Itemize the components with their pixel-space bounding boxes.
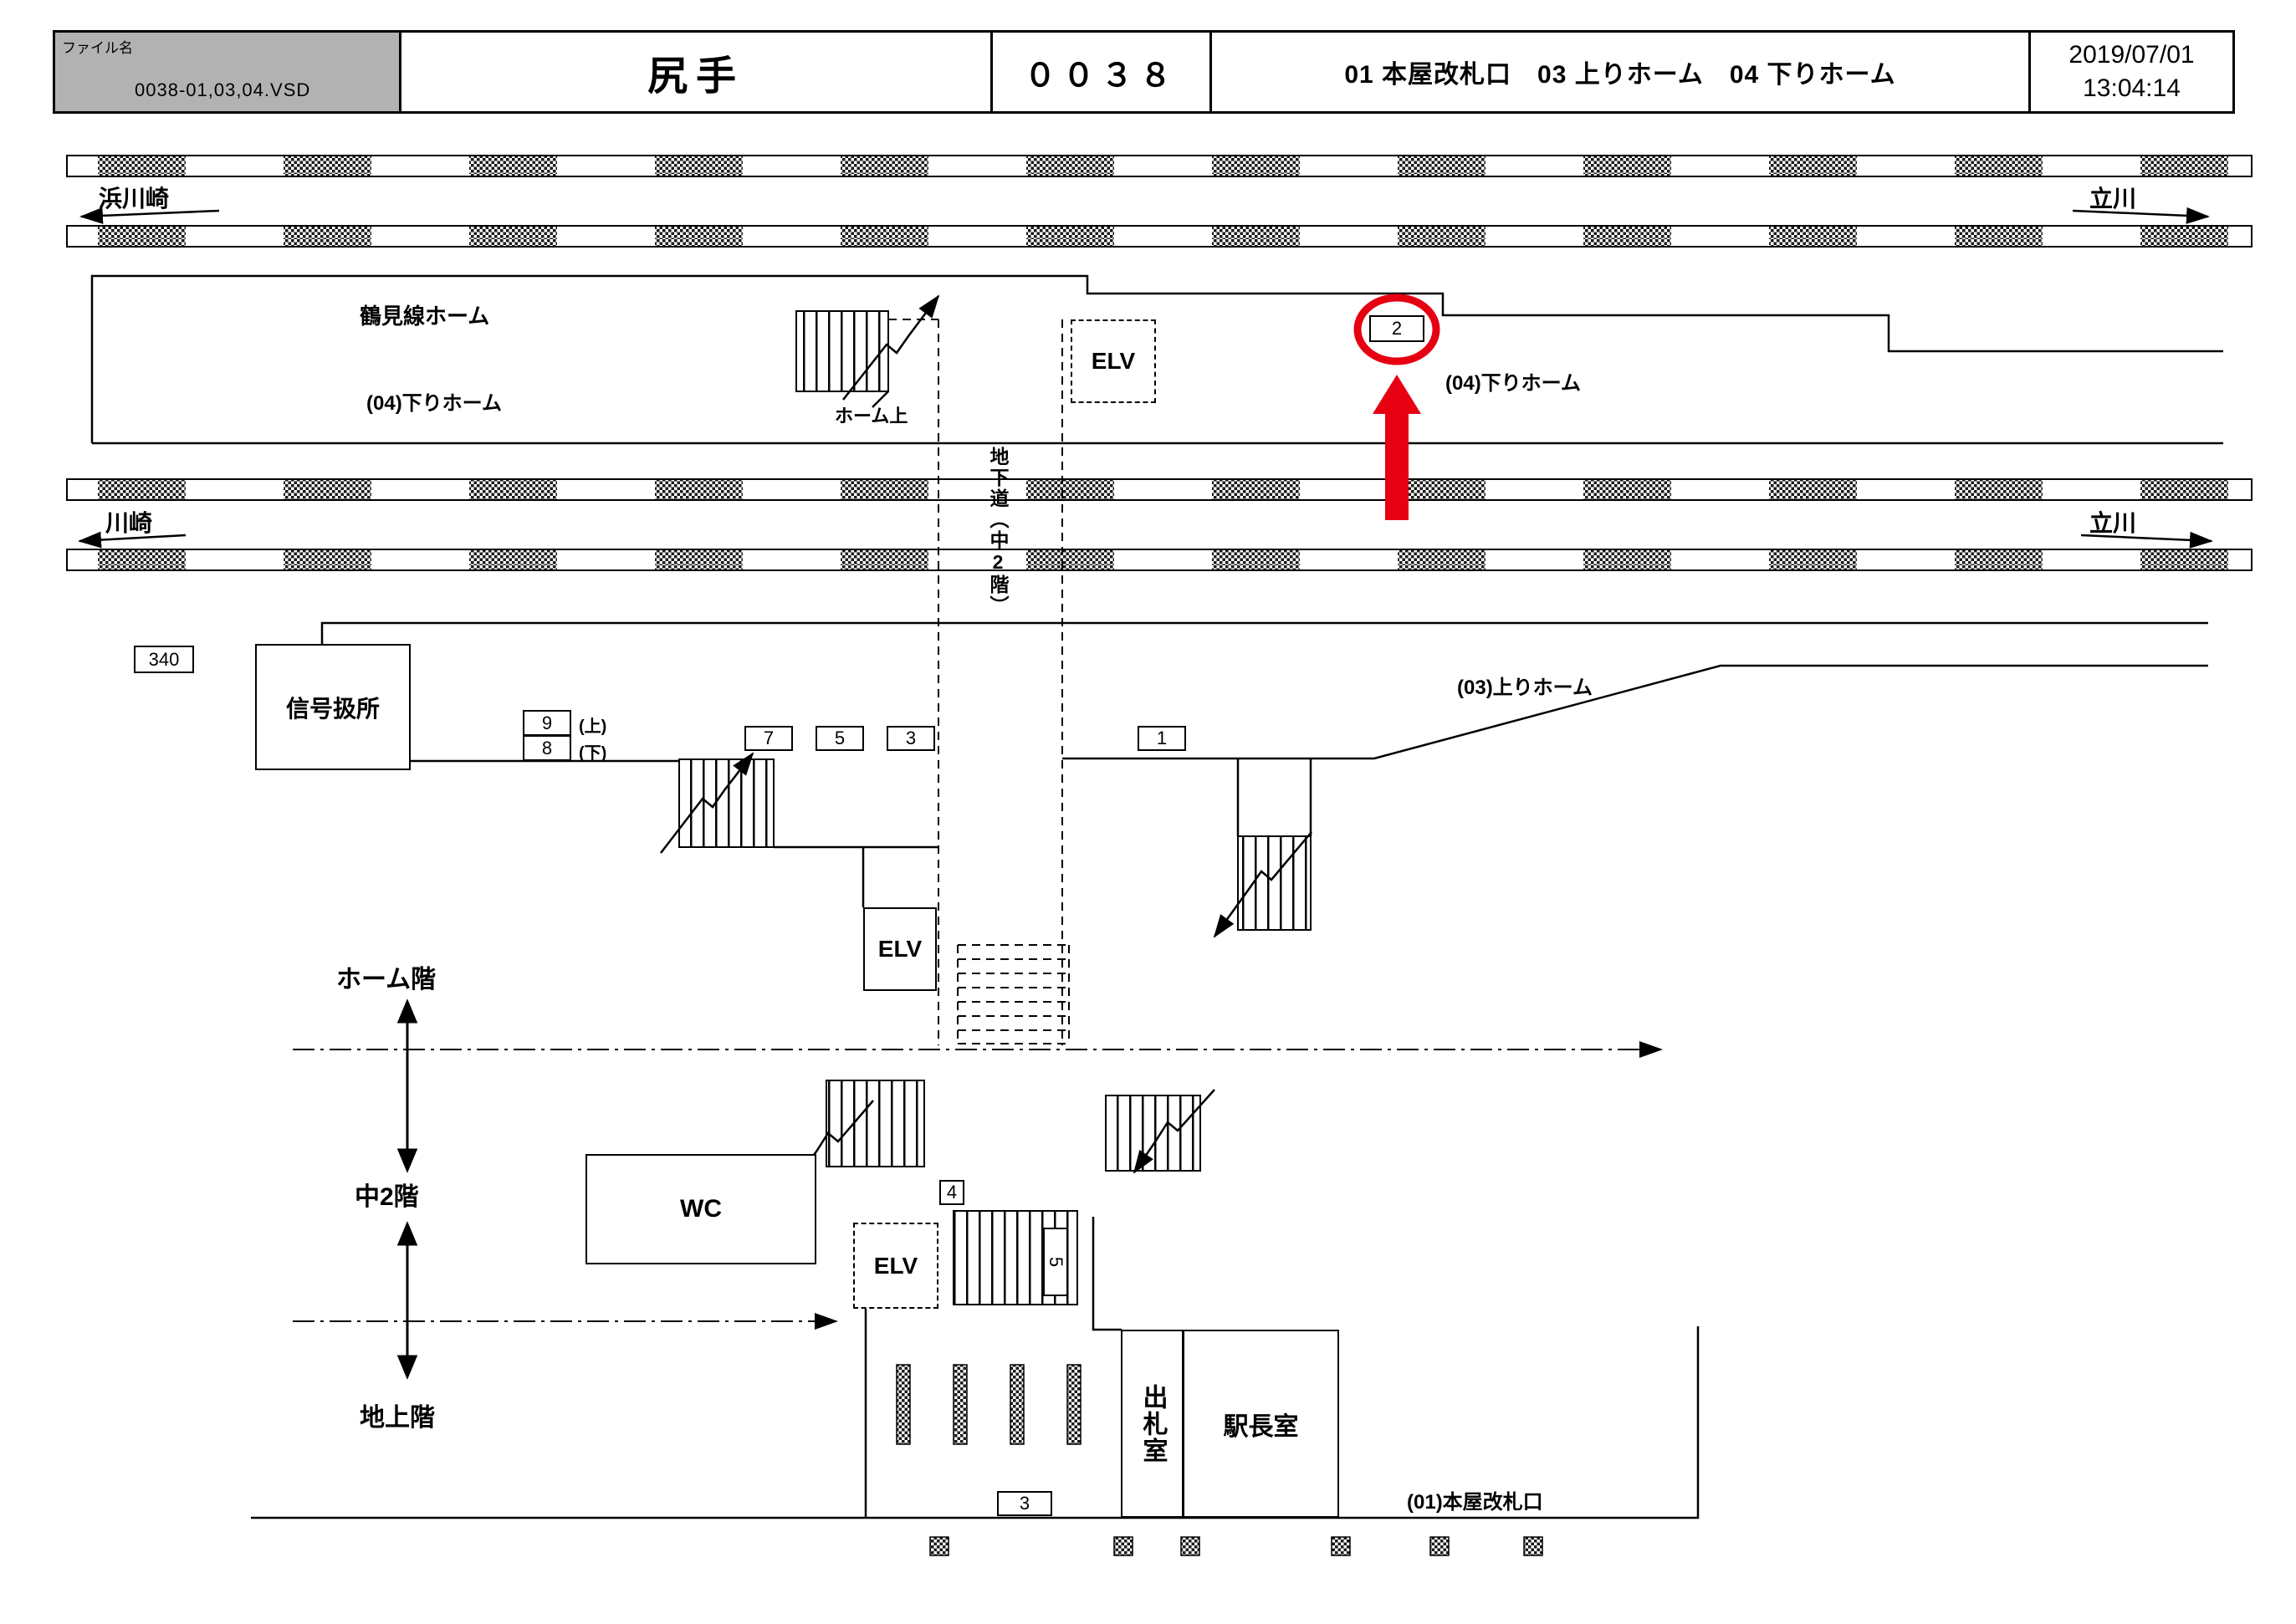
ground-inner-wall xyxy=(1092,1217,1122,1331)
floor-platform-label: ホーム階 xyxy=(336,966,437,993)
up-platform-taper-edge xyxy=(1062,664,2208,760)
signal-office-box: 信号扱所 xyxy=(255,644,411,770)
camera-8-note: (下) xyxy=(579,744,607,763)
stairs-up-platform-left xyxy=(678,758,775,848)
elevator-box-platform: ELV xyxy=(1071,319,1156,403)
camera-9-note: (上) xyxy=(579,718,607,736)
platform-up-label: ホーム上 xyxy=(835,406,908,426)
stairs-mezzanine-left xyxy=(826,1080,925,1167)
datetime-cell: 2019/07/01 13:04:14 xyxy=(2028,30,2235,114)
up-platform-label: (03)上りホーム xyxy=(1457,677,1593,699)
ticket-gates xyxy=(896,1364,1082,1445)
main-gate-label: (01)本屋改札口 xyxy=(1407,1491,1543,1514)
camera-5-box[interactable]: 5 xyxy=(816,726,864,751)
stairs-mezzanine-right xyxy=(1105,1095,1201,1172)
wc-box: WC xyxy=(586,1154,816,1264)
tsurumi-platform-label: 鶴見線ホーム xyxy=(360,304,490,329)
floor-ground-label: 地上階 xyxy=(360,1404,435,1432)
railway-tracks xyxy=(66,155,2253,571)
camera-1-box[interactable]: 1 xyxy=(1138,726,1186,751)
stairs-up-platform-right xyxy=(1237,835,1312,931)
elevator-box-mid: ELV xyxy=(863,907,937,991)
elevator-box-mezzanine: ELV xyxy=(853,1223,938,1309)
floor-mezzanine-label: 中2階 xyxy=(355,1183,419,1211)
down-platform-label-left: (04)下りホーム xyxy=(366,392,502,415)
direction-tachikawa-mid: 立川 xyxy=(2089,510,2137,536)
time-value: 13:04:14 xyxy=(2083,74,2181,102)
header-bar: ファイル名 0038-01,03,04.VSD 尻手 ００３８ 01 本屋改札口… xyxy=(53,30,2235,114)
right-stair-shaft-walls xyxy=(1236,758,1312,836)
camera-2-box[interactable]: 2 xyxy=(1369,315,1424,342)
master-office-box: 駅長室 xyxy=(1183,1330,1339,1518)
station-name: 尻手 xyxy=(399,30,993,114)
camera-5-shaft-label: 5 xyxy=(1046,1256,1066,1268)
floor-separator-lines xyxy=(293,1041,1663,1330)
area-list: 01 本屋改札口 03 上りホーム 04 下りホーム xyxy=(1209,30,2031,114)
direction-kawasaki: 川崎 xyxy=(105,510,153,536)
section-hatch-marks xyxy=(929,1536,1543,1556)
camera-8-box[interactable]: 8 xyxy=(523,735,571,761)
ticket-office-label: 出札室 xyxy=(1138,1383,1167,1464)
underpass-label: 地下道（中2階） xyxy=(987,447,1009,616)
camera-3-gate-box[interactable]: 3 xyxy=(997,1491,1052,1516)
file-name-value: 0038-01,03,04.VSD xyxy=(135,79,311,100)
direction-hamakawasaki: 浜川崎 xyxy=(99,186,170,212)
ticket-office-box: 出札室 xyxy=(1121,1330,1184,1518)
camera-9-box[interactable]: 9 xyxy=(523,710,571,736)
up-platform-top-edge xyxy=(320,621,2208,644)
camera-4-box[interactable]: 4 xyxy=(939,1180,964,1205)
direction-tachikawa-top: 立川 xyxy=(2089,186,2137,212)
camera-5-shaft-box[interactable]: 5 xyxy=(1043,1228,1068,1296)
file-label: ファイル名 xyxy=(62,40,133,56)
station-code: ００３８ xyxy=(990,30,1212,114)
highlight-arrow-up-icon xyxy=(1373,375,1421,520)
date-value: 2019/07/01 xyxy=(2068,41,2195,69)
marker-340-box: 340 xyxy=(134,646,194,673)
file-info-cell: ファイル名 0038-01,03,04.VSD xyxy=(53,30,401,114)
camera-7-box[interactable]: 7 xyxy=(744,726,793,751)
down-platform-label-right: (04)下りホーム xyxy=(1445,372,1581,395)
camera-3-box[interactable]: 3 xyxy=(887,726,935,751)
stairs-tsurumi-platform xyxy=(795,310,889,392)
